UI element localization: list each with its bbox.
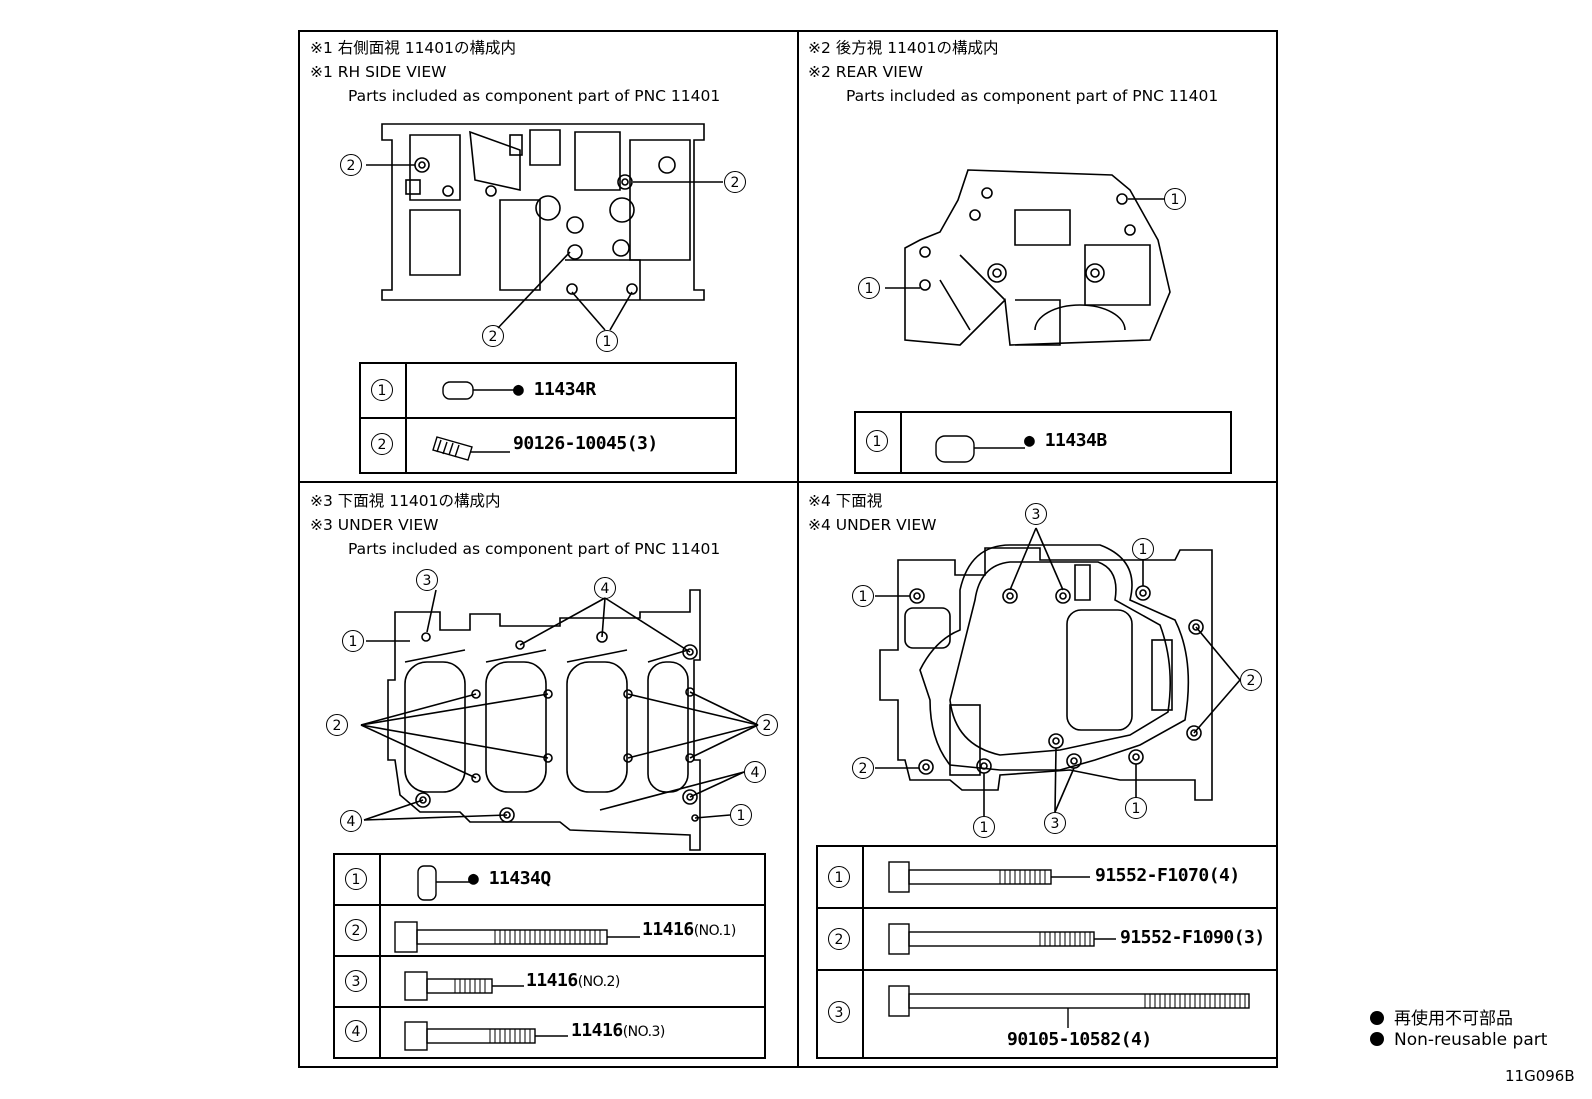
callout: 1 [342,630,364,652]
callout: 1 [858,277,880,299]
callout: 2 [340,154,362,176]
table-row: 4 11416(NO.3) [335,1008,764,1057]
row-number: 4 [345,1020,367,1042]
row-number: 3 [345,970,367,992]
diagram-frame [298,30,1278,1068]
bullet-icon [1370,1011,1384,1025]
callout: 4 [744,761,766,783]
table-row: 1 ● 11434B [856,413,1230,472]
header-jp: ※2 後方視 11401の構成内 [808,39,999,57]
under-view-2-drawing [875,527,1241,816]
part-number: 11416(NO.1) [642,919,736,940]
table-row: 1 91552-F1070(4) [818,847,1276,909]
header-sub: Parts included as component part of PNC … [348,540,721,558]
row-number: 2 [828,928,850,950]
callout: 2 [852,757,874,779]
rh-side-view-drawing [366,123,723,331]
callout: 2 [724,171,746,193]
row-number: 3 [828,1001,850,1023]
header-en: ※4 UNDER VIEW [808,516,937,534]
header-jp: ※4 下面視 [808,492,883,510]
header-jp: ※3 下面視 11401の構成内 [310,492,501,510]
part-number: 91552-F1090(3) [1120,927,1265,948]
callout: 4 [594,577,616,599]
panel-3-header: ※3 下面視 11401の構成内 ※3 UNDER VIEW Parts inc… [310,489,720,561]
callout: 2 [326,714,348,736]
panel-1-parts-table: 1 ● 11434R 2 90126-10045(3) [359,362,737,474]
panel-2-parts-table: 1 ● 11434B [854,411,1232,474]
under-view-drawing [360,589,759,851]
callout: 1 [1132,538,1154,560]
table-row: 3 90105-10582(4) [818,971,1276,1057]
table-row: 3 11416(NO.2) [335,957,764,1008]
rear-view-drawing [885,169,1171,346]
table-row: 1 ● 11434Q [335,855,764,906]
callout: 1 [1125,797,1147,819]
part-number: ● 11434Q [468,868,551,889]
figure-code: 11G096B [1505,1067,1575,1085]
table-row: 1 ● 11434R [361,364,735,419]
header-en: ※3 UNDER VIEW [310,516,439,534]
bullet-icon [1370,1032,1384,1046]
callout: 3 [1044,812,1066,834]
callout: 1 [852,585,874,607]
row-number: 1 [371,379,393,401]
panel-1-header: ※1 右側面視 11401の構成内 ※1 RH SIDE VIEW Parts … [310,36,720,108]
part-number: 90105-10582(4) [1007,1029,1152,1050]
part-number: 91552-F1070(4) [1095,865,1240,886]
callout: 1 [973,816,995,838]
header-en: ※2 REAR VIEW [808,63,923,81]
part-number: ● 11434B [1024,430,1107,451]
part-number: 90126-10045(3) [513,433,658,454]
callout: 1 [730,804,752,826]
part-icons [394,381,1250,1051]
callout: 2 [1240,669,1262,691]
header-jp: ※1 右側面視 11401の構成内 [310,39,517,57]
header-en: ※1 RH SIDE VIEW [310,63,447,81]
row-number: 1 [866,430,888,452]
panel-2-header: ※2 後方視 11401の構成内 ※2 REAR VIEW Parts incl… [808,36,1218,108]
row-number: 1 [828,866,850,888]
row-number: 2 [371,433,393,455]
row-number: 1 [345,868,367,890]
row-number: 2 [345,919,367,941]
panel-divider-vertical [797,30,799,1068]
panel-divider-horizontal [298,481,1278,483]
table-row: 2 11416(NO.1) [335,906,764,957]
header-sub: Parts included as component part of PNC … [348,87,721,105]
part-number: ● 11434R [513,379,596,400]
part-number: 11416(NO.3) [571,1020,665,1041]
callout: 3 [1025,503,1047,525]
callout: 1 [1164,188,1186,210]
panel-3-parts-table: 1 ● 11434Q 2 11416(NO.1) 3 11416(NO.2) 4… [333,853,766,1059]
header-sub: Parts included as component part of PNC … [846,87,1219,105]
part-number: 11416(NO.2) [526,970,620,991]
callout: 2 [756,714,778,736]
table-row: 2 91552-F1090(3) [818,909,1276,971]
panel-4-parts-table: 1 91552-F1070(4) 2 91552-F1090(3) 3 9010… [816,845,1278,1059]
legend-en: Non-reusable part [1370,1030,1547,1050]
callout: 1 [596,330,618,352]
callout: 4 [340,810,362,832]
callout: 2 [482,325,504,347]
panel-4-header: ※4 下面視 ※4 UNDER VIEW [808,489,936,537]
table-row: 2 90126-10045(3) [361,419,735,472]
callout: 3 [416,569,438,591]
legend-jp: 再使用不可部品 [1370,1004,1513,1029]
thread-hatching [454,870,1246,1043]
